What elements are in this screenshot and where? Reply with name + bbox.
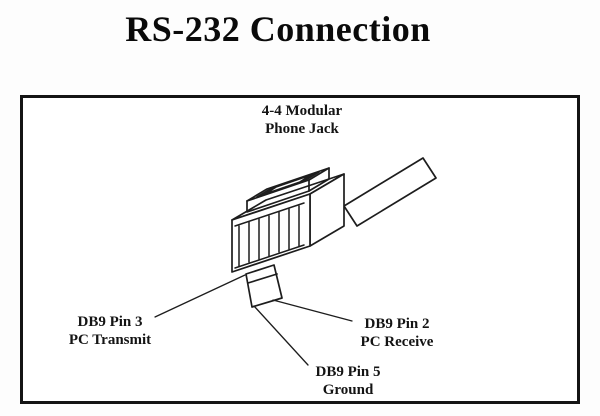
- latch-detail-line: [247, 273, 278, 284]
- label-phone-jack-line1: 4-4 Modular: [261, 103, 343, 119]
- diagram-box: 4-4 Modular Phone Jack DB9 Pin 3 PC Tran…: [20, 95, 580, 404]
- label-db9-pin3-line2: PC Transmit: [68, 332, 152, 348]
- label-db9-pin5: DB9 Pin 5 Ground: [278, 363, 418, 399]
- label-db9-pin5-line2: Ground: [322, 382, 374, 398]
- callout-line-pin5: [253, 305, 309, 366]
- connector-front-face: [231, 193, 311, 273]
- collar-sides: [246, 167, 330, 213]
- connector-illustration: [154, 157, 437, 366]
- label-db9-pin5-line1: DB9 Pin 5: [315, 364, 381, 380]
- callout-line-pin2: [272, 299, 353, 322]
- jack-opening: [264, 174, 312, 195]
- label-db9-pin2: DB9 Pin 2 PC Receive: [327, 315, 467, 351]
- label-db9-pin3: DB9 Pin 3 PC Transmit: [40, 313, 180, 349]
- callout-lines: [154, 274, 353, 366]
- page-title: RS-232 Connection: [125, 9, 431, 49]
- label-phone-jack: 4-4 Modular Phone Jack: [227, 102, 377, 138]
- label-db9-pin2-line2: PC Receive: [360, 334, 434, 350]
- label-phone-jack-line2: Phone Jack: [265, 121, 339, 137]
- contact-pins: [234, 202, 305, 269]
- modular-plug-drawing: [231, 157, 437, 308]
- cable-tab: [343, 157, 437, 227]
- callout-line-pin3: [154, 274, 246, 318]
- label-db9-pin3-line1: DB9 Pin 3: [77, 314, 143, 330]
- label-db9-pin2-line1: DB9 Pin 2: [364, 316, 430, 332]
